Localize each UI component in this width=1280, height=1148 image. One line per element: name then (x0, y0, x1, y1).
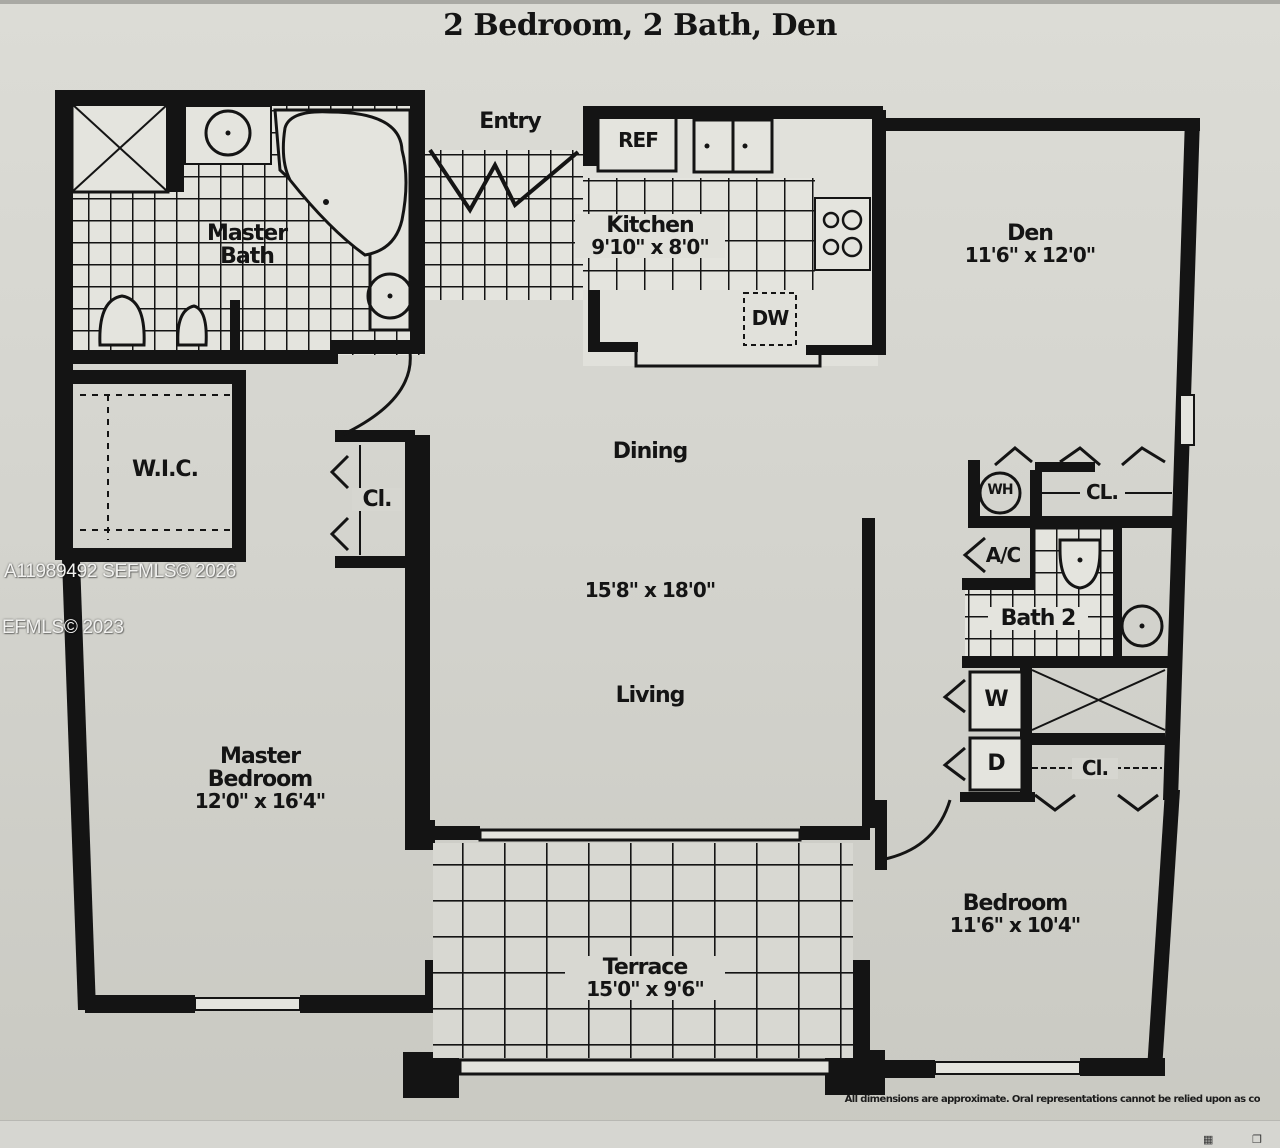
window-den (1179, 394, 1195, 446)
screen-top-edge (0, 0, 1280, 4)
room-label-wic: W.I.C. (132, 457, 199, 482)
entry-area (423, 148, 583, 300)
appliance-label-refrigerator: REF (618, 128, 659, 152)
sink-icon (1120, 604, 1164, 648)
bifold-door-den-closet (994, 446, 1166, 467)
toilet-icon (98, 294, 146, 347)
master-door-swing (341, 350, 412, 437)
label-dryer: D (987, 751, 1005, 776)
cooktop (814, 197, 871, 271)
entry-door-swing (428, 148, 580, 214)
bifold-door-hall-closet (329, 454, 350, 552)
room-label-bath2: Bath 2 (988, 607, 1088, 630)
label-water-heater: WH (987, 482, 1013, 498)
corner-tub (281, 110, 408, 257)
room-label-dining: Dining (612, 439, 688, 464)
room-label-living: Living (615, 683, 686, 708)
sliding-door (478, 828, 802, 842)
screen-bottom-bar (0, 1120, 1280, 1148)
mls-watermark-primary: A11989492 SEFMLS© 2026 (4, 561, 237, 582)
mls-watermark-secondary: EFMLS© 2023 (2, 617, 124, 638)
terrace (194, 394, 1195, 1076)
disclaimer-text: All dimensions are approximate. Oral rep… (844, 1094, 1260, 1105)
room-label-den-closet: CL. (1085, 480, 1119, 504)
window-bedroom (934, 1061, 1081, 1075)
dryer (968, 736, 1024, 792)
room-label-master-bath: Master Bath (206, 221, 288, 270)
appliance-label-dishwasher: DW (751, 306, 790, 330)
washer (968, 670, 1024, 732)
label-ac: A/C (985, 543, 1021, 567)
master-bath-area (68, 100, 423, 360)
room-label-bedroom-closet: Cl. (1072, 758, 1118, 779)
service-fixtures (879, 446, 1172, 862)
toilet-icon (1058, 538, 1102, 590)
window-icon[interactable]: ❐ (1252, 1134, 1262, 1146)
window-master-bedroom (194, 997, 301, 1011)
dishwasher (743, 292, 797, 346)
room-dims-dining-living: 15'8" x 18'0" (584, 578, 716, 602)
room-label-bedroom: Bedroom 11'6" x 10'4" (949, 891, 1081, 938)
room-label-kitchen: Kitchen 9'10" x 8'0" (575, 214, 725, 259)
room-label-entry: Entry (479, 109, 541, 134)
room-label-master-bedroom: Master Bedroom 12'0" x 16'4" (194, 744, 326, 814)
bedroom-door-swing (879, 799, 952, 862)
room-label-terrace: Terrace 15'0" x 9'6" (565, 956, 725, 1001)
water-heater (978, 471, 1022, 515)
floor-plan-title: 2 Bedroom, 2 Bath, Den (443, 8, 837, 43)
room-label-hall-closet: Cl. (352, 488, 402, 511)
room-label-den: Den 11'6" x 12'0" (964, 221, 1096, 268)
shower-x (1031, 669, 1166, 731)
grid-icon[interactable]: ▦ (1203, 1134, 1214, 1146)
label-washer: W (984, 687, 1008, 712)
terrace-railing (458, 1058, 832, 1076)
bidet-icon (176, 304, 208, 347)
sink-icon (204, 109, 252, 157)
